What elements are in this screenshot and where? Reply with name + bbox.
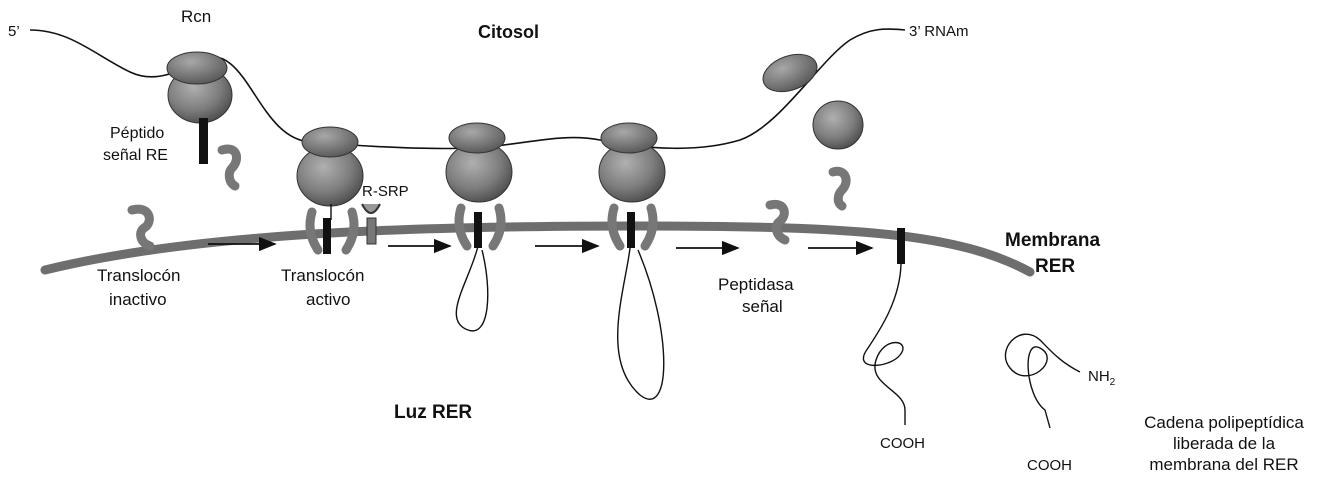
translocon-active-label-2: activo [306, 290, 350, 309]
translocon-inactive [132, 209, 150, 246]
membrane-label-2: RER [1035, 256, 1075, 277]
released-chain [1005, 334, 1080, 428]
lumen-label: Luz RER [394, 402, 472, 423]
released-chain-label-2: liberada de la [1173, 434, 1276, 453]
ribosome-label: Rcn [181, 7, 211, 26]
ribosome-bound-1 [297, 127, 363, 254]
membrane-label-1: Membrana [1005, 230, 1100, 251]
cytosol-label: Citosol [478, 22, 539, 42]
ribosome-dissociated [758, 47, 863, 206]
ribosome-bound-3 [599, 123, 665, 399]
signal-peptide-label-2: señal RE [103, 147, 168, 164]
srp-receptor [362, 204, 380, 244]
released-chain-label-1: Cadena polipeptídica [1144, 413, 1304, 432]
signal-peptidase [770, 204, 785, 240]
signal-peptidase-label-2: señal [742, 297, 783, 316]
five-prime-label: 5’ [8, 23, 20, 40]
ribosome-bound-2 [446, 123, 512, 331]
released-chain-label-3: membrana del RER [1149, 455, 1298, 474]
cooh-label-1: COOH [880, 435, 925, 452]
rer-membrane [45, 226, 1030, 272]
srp-receptor-label: R-SRP [362, 183, 409, 200]
signal-peptide-label-1: Péptido [110, 125, 164, 142]
translocon-inactive-label-2: inactivo [109, 290, 167, 309]
translocon-inactive-label-1: Translocón [97, 266, 180, 285]
ribosome-free [167, 52, 237, 186]
translocon-active-label-1: Translocón [281, 266, 364, 285]
signal-peptidase-label-1: Peptidasa [718, 275, 794, 294]
cooh-label-2: COOH [1027, 457, 1072, 474]
membrane-anchored-chain [863, 228, 905, 425]
three-prime-label: 3’ RNAm [909, 23, 968, 40]
nh2-label: NH2 [1088, 368, 1116, 388]
